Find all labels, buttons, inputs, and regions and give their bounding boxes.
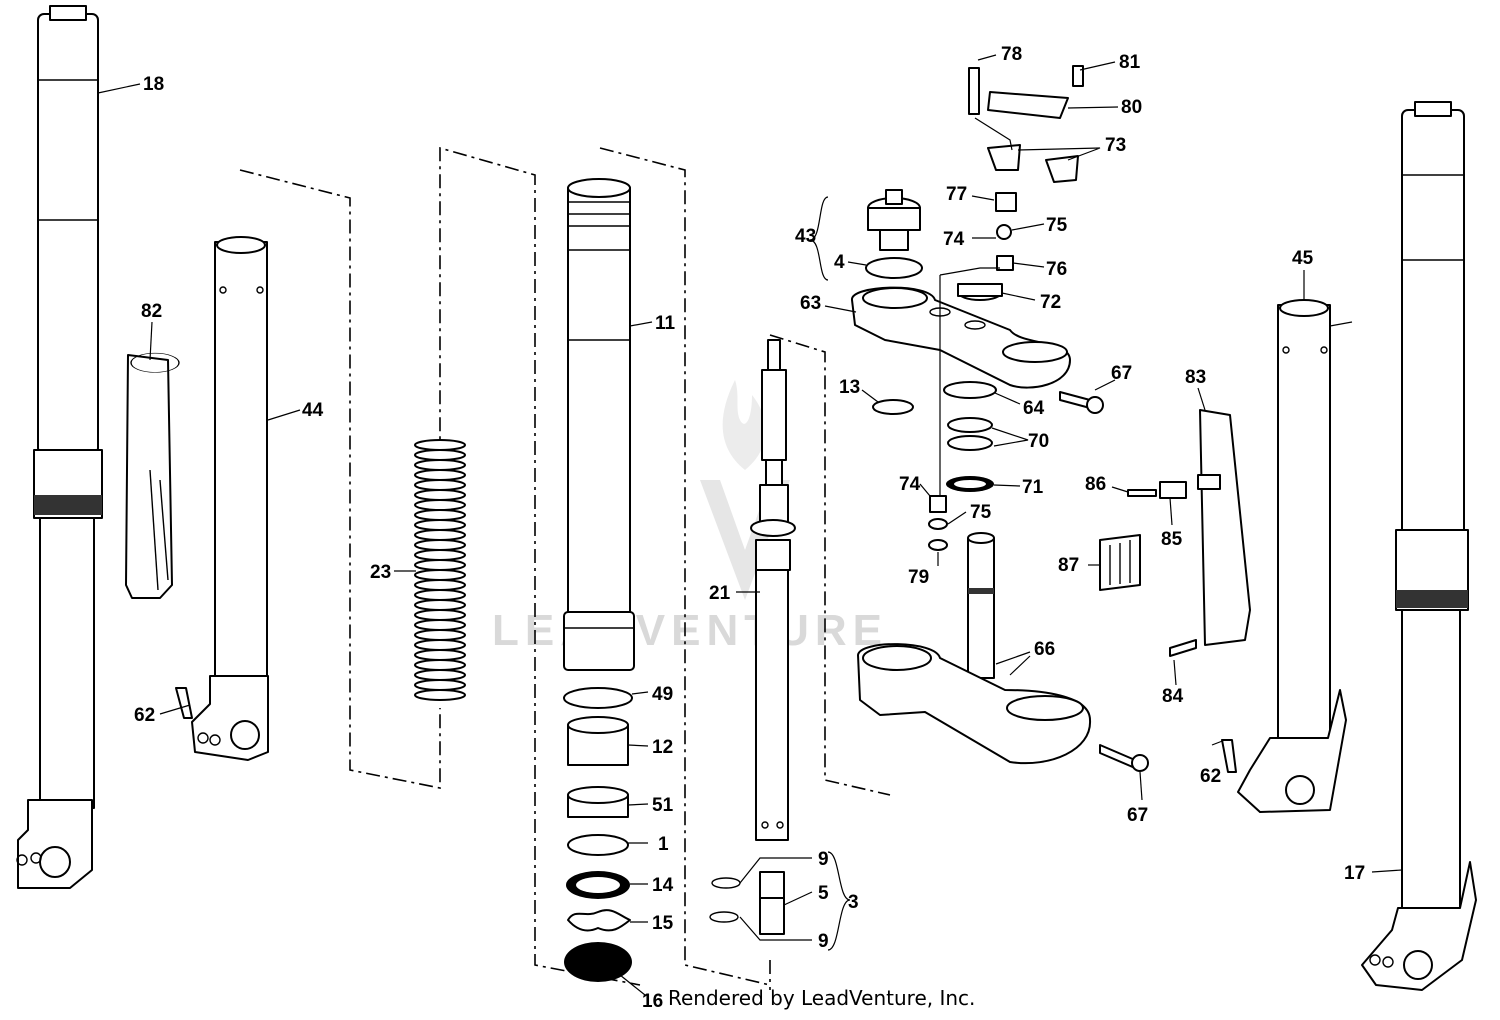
fork-tube-17: [1361, 101, 1477, 991]
callout-12: 12: [652, 737, 673, 758]
callout-83: 83: [1185, 367, 1206, 388]
callout-81: 81: [1119, 52, 1141, 73]
credit-text: Rendered by LeadVenture, Inc.: [668, 986, 976, 1010]
fork-seals-stack: [563, 687, 633, 982]
callout-16: 16: [642, 991, 663, 1012]
spring-23: [414, 439, 466, 708]
valve-assembly-3: [709, 871, 785, 935]
handlebar-mounts: [968, 65, 1084, 271]
callout-67-top: 67: [1111, 363, 1132, 384]
callout-75-bottom: 75: [970, 502, 992, 523]
clip-85: [1127, 481, 1187, 499]
callout-11: 11: [655, 313, 676, 334]
callout-14: 14: [652, 875, 674, 896]
callout-18: 18: [143, 74, 164, 95]
callout-87: 87: [1058, 555, 1079, 576]
callout-62-left: 62: [134, 705, 155, 726]
callout-62-right: 62: [1200, 766, 1221, 787]
callout-80: 80: [1121, 97, 1142, 118]
watermark-text: LEADVENTURE: [492, 606, 888, 655]
damper-cartridge-21: [750, 339, 796, 841]
callout-76: 76: [1046, 259, 1067, 280]
callout-43: 43: [795, 226, 816, 247]
callout-44: 44: [302, 400, 324, 421]
callout-45: 45: [1292, 248, 1314, 269]
callout-67-bottom: 67: [1127, 805, 1148, 826]
callout-85: 85: [1161, 529, 1183, 550]
callout-71: 71: [1022, 477, 1044, 498]
callout-51: 51: [652, 795, 674, 816]
fork-guard-83: [1169, 409, 1251, 657]
callout-84: 84: [1162, 686, 1184, 707]
callout-3: 3: [848, 892, 859, 913]
outer-tube-45: [1221, 299, 1347, 813]
callout-74-top: 74: [943, 229, 965, 250]
leader-lines: [97, 54, 1403, 996]
alignment-lines: [239, 146, 891, 990]
fork-tube-18: [16, 5, 103, 889]
callout-17: 17: [1344, 863, 1365, 884]
inner-tube-11: [563, 178, 635, 671]
callout-70: 70: [1028, 431, 1049, 452]
callout-9-top: 9: [818, 849, 829, 870]
callout-labels: 18 44 82 62 23 11 49 12 51 1 14 15 16 21…: [134, 44, 1365, 1012]
callout-73: 73: [1105, 135, 1126, 156]
callout-75-top: 75: [1046, 215, 1068, 236]
axle-pinch-bolt-62: [175, 687, 193, 719]
callout-9-bottom: 9: [818, 931, 829, 952]
callout-72: 72: [1040, 292, 1061, 313]
callout-86: 86: [1085, 474, 1106, 495]
callout-1: 1: [658, 834, 669, 855]
clamp-bolts-67: [1059, 391, 1149, 772]
callout-15: 15: [652, 913, 674, 934]
spring-coil: [414, 689, 466, 701]
callout-4: 4: [834, 252, 845, 273]
callout-64: 64: [1023, 398, 1045, 419]
callout-5: 5: [818, 883, 829, 904]
callout-74-bottom: 74: [899, 474, 921, 495]
outer-tube-44: [191, 236, 269, 761]
callout-63: 63: [800, 293, 821, 314]
steering-bearings: [872, 283, 1003, 492]
callout-77: 77: [946, 184, 967, 205]
callout-23: 23: [370, 562, 391, 583]
lower-triple-clamp-66: [857, 532, 1092, 765]
watermark: LEADVENTURE: [492, 380, 888, 655]
callout-78: 78: [1001, 44, 1022, 65]
callout-49: 49: [652, 684, 673, 705]
pad-87: [1099, 534, 1141, 591]
nut-set-lower: [928, 495, 948, 551]
callout-13: 13: [839, 377, 860, 398]
callout-79: 79: [908, 567, 929, 588]
upper-triple-clamp-63: [851, 286, 1071, 389]
callout-21: 21: [709, 583, 731, 604]
fork-cap-43: [865, 189, 923, 279]
callout-66: 66: [1034, 639, 1055, 660]
callout-82: 82: [141, 301, 162, 322]
fork-guard-82: [125, 352, 180, 599]
